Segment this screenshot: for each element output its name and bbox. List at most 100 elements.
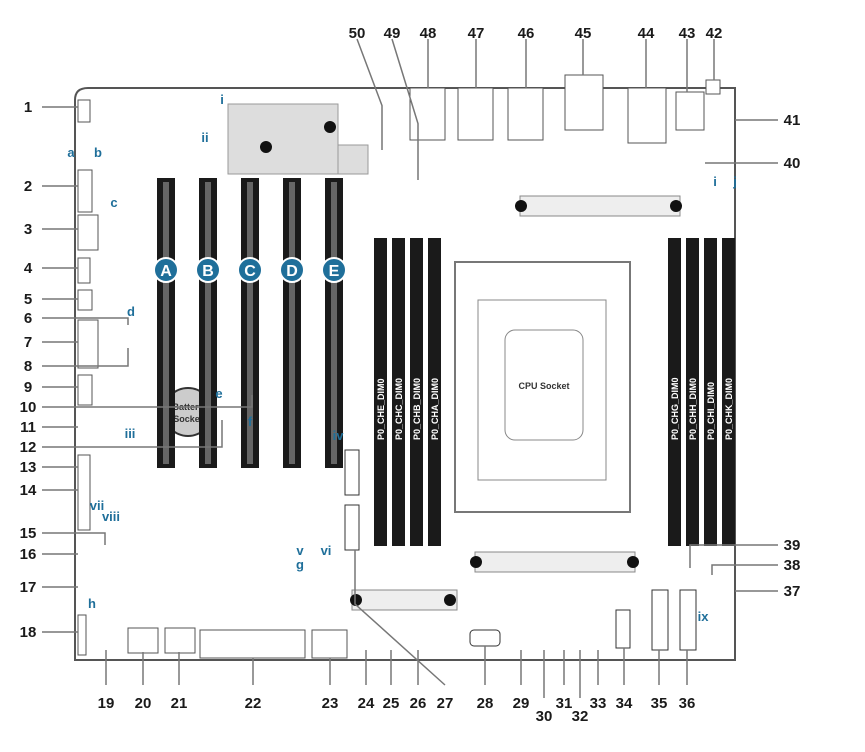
callout-line (711, 564, 778, 575)
callout-line (391, 38, 419, 180)
callout-1: 1 (24, 99, 78, 116)
callout-number: 9 (24, 379, 32, 396)
pcie-slot-c: C (237, 178, 263, 468)
callout-26: 26 (410, 650, 426, 712)
callout-4: 4 (24, 260, 78, 277)
callout-45: 45 (575, 25, 591, 75)
callout-47: 47 (468, 25, 485, 88)
dimm-label: P0_CHE_DIM0 (376, 378, 386, 440)
pcie-slot-label: B (202, 263, 214, 280)
callout-2: 2 (24, 178, 78, 195)
callout-line (42, 348, 129, 367)
callout-49: 49 (384, 25, 419, 180)
callout-41: 41 (735, 112, 800, 129)
callout-46: 46 (518, 25, 534, 88)
callout-number: 49 (384, 25, 401, 42)
jumper-letter-j: j (732, 174, 737, 189)
callout-number: 23 (322, 695, 339, 712)
callout-24: 24 (358, 650, 375, 712)
callout-50: 50 (349, 25, 383, 150)
callout-3: 3 (24, 221, 78, 238)
jumper-letter-i: i (713, 174, 717, 189)
callout-number: 1 (24, 99, 32, 116)
dimm-slot: P0_CHB_DIM0 (410, 238, 423, 546)
callout-16: 16 (20, 546, 78, 563)
callout-number: 47 (468, 25, 485, 42)
jumper-letter-b: b (94, 145, 102, 160)
dimm-label: P0_CHC_DIM0 (394, 378, 404, 440)
callout-number: 48 (420, 25, 437, 42)
callout-7: 7 (24, 334, 78, 351)
jumper-letter-iv: iv (333, 428, 345, 443)
battery-label: Socket (173, 414, 203, 424)
callout-number: 19 (98, 695, 115, 712)
jumper-letter-vii: vii (90, 498, 104, 513)
callout-29: 29 (513, 650, 529, 712)
callout-number: 13 (20, 459, 37, 476)
callout-19: 19 (98, 650, 115, 712)
dimm-slot: P0_CHK_DIM0 (722, 238, 735, 546)
pcie-slot-label: C (244, 263, 256, 280)
callout-17: 17 (20, 579, 78, 596)
callout-31: 31 (556, 650, 573, 712)
jumper-letter-d: d (127, 304, 135, 319)
callout-number: 44 (638, 25, 655, 42)
callout-number: 8 (24, 358, 32, 375)
callout-number: 34 (616, 695, 633, 712)
callout-23: 23 (322, 658, 339, 712)
dimm-label: P0_CHB_DIM0 (412, 378, 422, 440)
callout-number: 6 (24, 310, 32, 327)
callout-number: 11 (20, 419, 36, 436)
callout-number: 15 (20, 525, 37, 542)
cpu-socket-label: CPU Socket (518, 381, 569, 391)
dimm-slot: P0_CHI_DIM0 (704, 238, 717, 546)
callout-15: 15 (20, 525, 106, 545)
callout-number: 14 (20, 482, 37, 499)
jumper-letter-h: h (88, 596, 96, 611)
callout-number: 17 (20, 579, 37, 596)
callout-line (42, 395, 253, 408)
callout-number: 5 (24, 291, 32, 308)
callout-number: 27 (437, 695, 454, 712)
callout-number: 31 (556, 695, 573, 712)
callout-number: 24 (358, 695, 375, 712)
jumper-letter-a: a (67, 145, 75, 160)
jumper-letter-viii: viii (102, 509, 120, 524)
callout-33: 33 (590, 650, 606, 712)
callout-line (42, 420, 223, 448)
callout-number: 12 (20, 439, 37, 456)
callout-30: 30 (536, 650, 553, 725)
callout-number: 21 (171, 695, 188, 712)
callout-44: 44 (638, 25, 655, 88)
dimm-label: P0_CHH_DIM0 (688, 378, 698, 440)
callout-number: 41 (784, 112, 801, 129)
dimm-slot: P0_CHC_DIM0 (392, 238, 405, 546)
cpu-socket: CPU Socket (454, 261, 631, 513)
callout-line (42, 532, 106, 545)
callout-number: 43 (679, 25, 696, 42)
callout-40: 40 (705, 155, 800, 172)
callout-number: 30 (536, 708, 553, 725)
callout-10: 10 (20, 395, 253, 416)
chipset-heatsink (227, 103, 339, 175)
callout-12: 12 (20, 420, 223, 456)
callout-number: 39 (784, 537, 801, 554)
callout-25: 25 (383, 650, 399, 712)
jumper-letter-i: i (220, 92, 224, 107)
dimm-label: P0_CHA_DIM0 (430, 378, 440, 440)
pcie-slot-b: B (195, 178, 221, 468)
callout-number: 35 (651, 695, 668, 712)
callout-13: 13 (20, 459, 78, 476)
callout-28: 28 (477, 646, 493, 712)
callout-37: 37 (735, 583, 800, 600)
callout-number: 2 (24, 178, 32, 195)
pcie-slot-e: E (321, 178, 347, 468)
dimm-slot: P0_CHE_DIM0 (374, 238, 387, 546)
callout-number: 7 (24, 334, 32, 351)
pcie-slot-label: A (160, 263, 172, 280)
jumper-letter-vi: vi (321, 543, 332, 558)
callout-9: 9 (24, 379, 78, 396)
callout-line (689, 544, 778, 568)
callout-number: 3 (24, 221, 32, 238)
